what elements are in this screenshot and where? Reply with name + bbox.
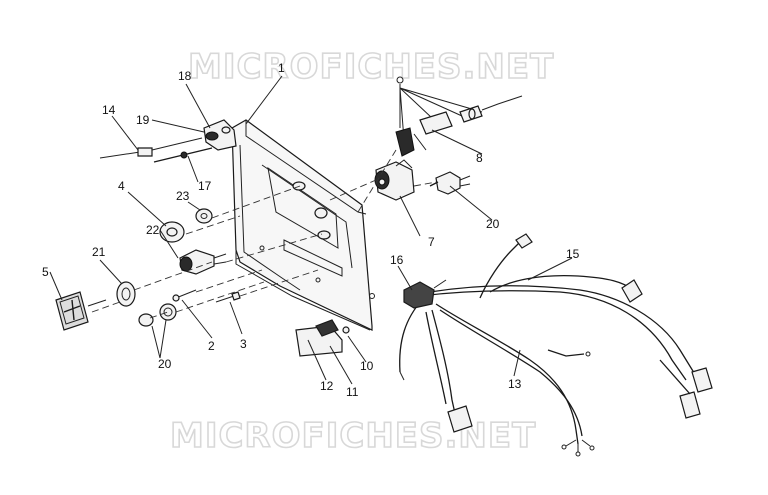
- callout-12: 12: [320, 379, 334, 393]
- bezel-21: [116, 281, 136, 307]
- callout-3: 3: [240, 337, 247, 351]
- callout-labels: 1 2 3 4 5 7 8 10 11 12 13 14 15 16 17 18…: [42, 61, 580, 399]
- callout-7: 7: [428, 235, 435, 249]
- callout-2: 2: [208, 339, 215, 353]
- switch-22: [179, 249, 227, 275]
- connector-assembly-8: [395, 76, 523, 157]
- wiring-harness: [399, 233, 713, 457]
- callout-16: 16: [390, 253, 404, 267]
- callout-18: 18: [178, 69, 192, 83]
- hinge-bracket: [203, 119, 237, 151]
- washer-23: [195, 208, 213, 224]
- callout-1: 1: [278, 61, 285, 75]
- callout-17: 17: [198, 179, 212, 193]
- nut-4: [159, 221, 185, 243]
- callout-19: 19: [136, 113, 150, 127]
- leader-lines: [49, 75, 573, 385]
- bracket-11: [295, 319, 350, 357]
- callout-21: 21: [92, 245, 106, 259]
- callout-23: 23: [176, 189, 190, 203]
- callout-10: 10: [360, 359, 374, 373]
- callout-8: 8: [476, 151, 483, 165]
- callout-5: 5: [42, 265, 49, 279]
- callout-20-right: 20: [486, 217, 500, 231]
- dash-panel: [231, 119, 375, 331]
- assembly-guide-lines: [91, 149, 437, 319]
- callout-22: 22: [146, 223, 160, 237]
- screw-14: [99, 137, 203, 159]
- callout-14: 14: [102, 103, 116, 117]
- screw-3: [215, 291, 241, 303]
- watermark-bottom: MICROFICHES.NET: [170, 416, 536, 456]
- callout-15: 15: [566, 247, 580, 261]
- knob-20-left: [138, 303, 177, 327]
- light-lens-5: [55, 291, 107, 331]
- ignition-switch-7: [374, 159, 415, 201]
- screw-2: [172, 289, 197, 302]
- watermark-top: MICROFICHES.NET: [188, 47, 554, 87]
- toggle-switch-20: [429, 171, 471, 195]
- callout-20-left: 20: [158, 357, 172, 371]
- callout-11: 11: [346, 385, 359, 399]
- callout-4: 4: [118, 179, 125, 193]
- rod-17: [153, 147, 213, 163]
- callout-13: 13: [508, 377, 522, 391]
